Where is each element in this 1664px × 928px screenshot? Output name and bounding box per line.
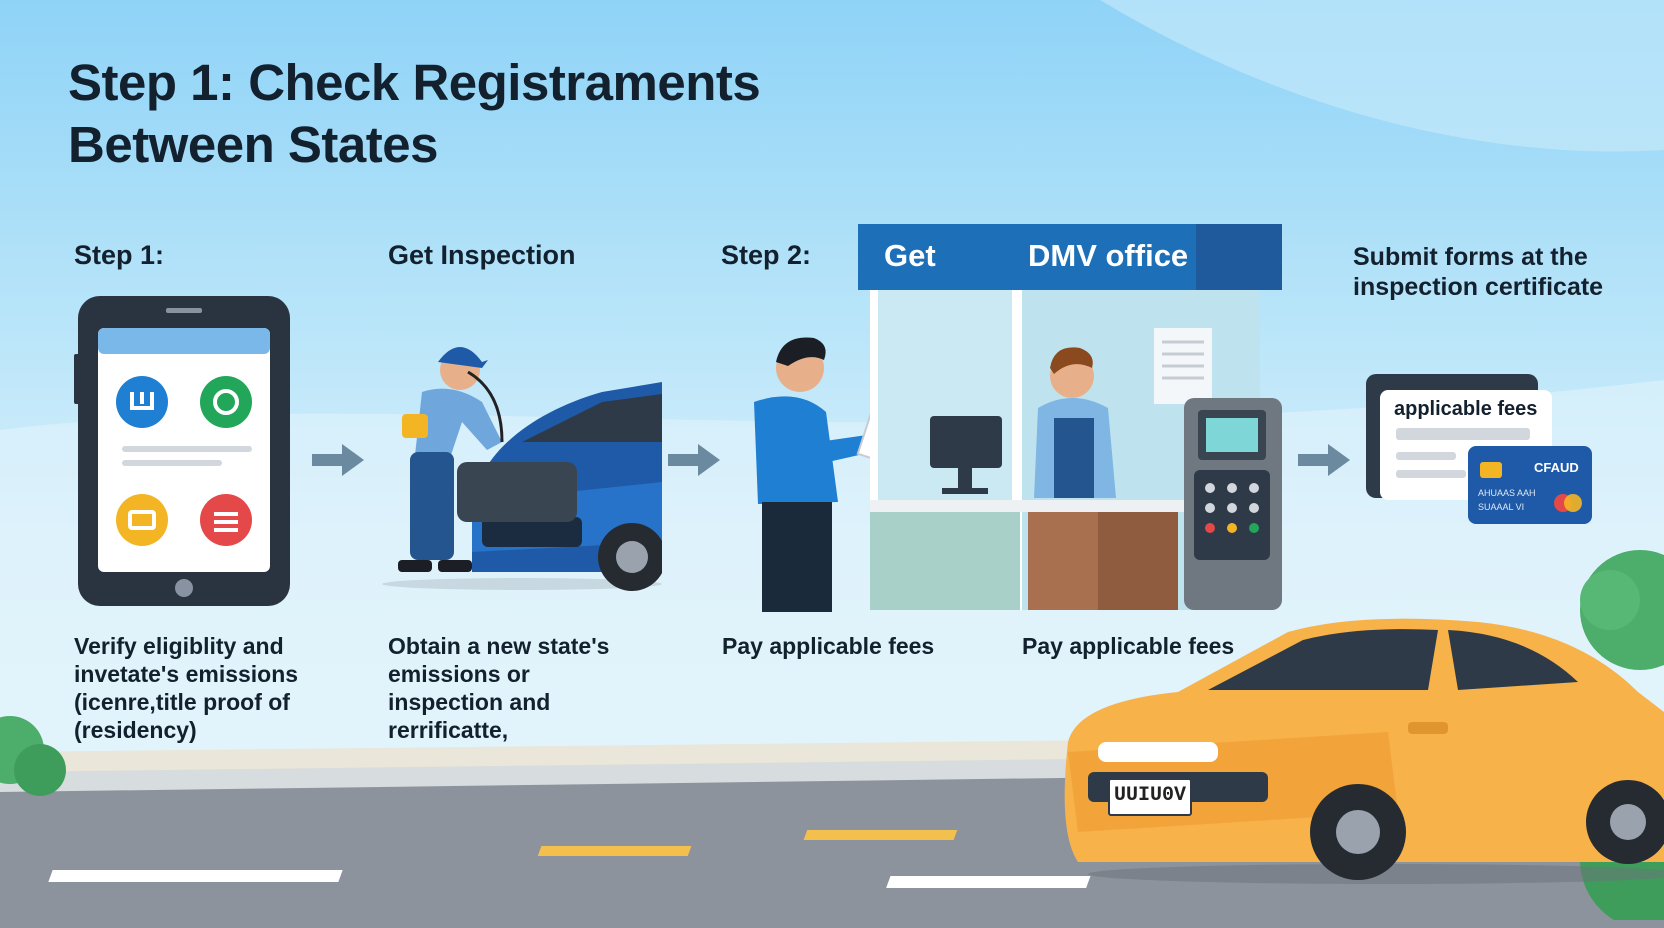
credit-card-icon: CFAUD AHUAAS AAH SUAAAL VI	[1468, 446, 1592, 524]
sign-label-left: Get	[884, 238, 936, 273]
title-line-1: Step 1: Check Registraments	[68, 54, 761, 111]
step-label-5-line-2: inspection certificate	[1353, 273, 1604, 301]
dmv-counter-illustration	[870, 288, 1282, 610]
step-desc-1-line: Verify eligiblity and	[74, 633, 284, 659]
card-line-2: SUAAAL VI	[1478, 502, 1525, 512]
step-desc-2-line: Obtain a new state's	[388, 633, 610, 659]
dmv-office-sign: Get DMV office	[858, 224, 1282, 290]
step-desc-3: Pay applicable fees	[722, 633, 935, 659]
step-label-5-line-1: Submit forms at the	[1353, 243, 1588, 271]
step-label-3: Step 2:	[721, 240, 812, 270]
title-line-2: Between States	[68, 116, 438, 173]
step-label-2: Get Inspection	[388, 240, 576, 270]
step-desc-1-line: (residency)	[74, 717, 197, 743]
step-desc-2-line: emissions or	[388, 661, 530, 687]
phone-icon	[74, 296, 290, 606]
sign-label-right: DMV office	[1028, 238, 1189, 273]
bush-left	[0, 716, 66, 796]
step-desc-1-line: (icenre,title proof of	[74, 689, 290, 715]
step-label-1: Step 1:	[74, 240, 165, 270]
step-desc-2: Obtain a new state's emissions or inspec…	[388, 632, 609, 744]
license-plate-text: UUIU0V	[1113, 784, 1186, 807]
card-brand: CFAUD	[1534, 460, 1579, 475]
step-desc-1-line: invetate's emissions	[74, 661, 299, 687]
arrow-right-icon	[1298, 444, 1350, 476]
license-plate: UUIU0V	[1108, 778, 1192, 816]
step-desc-2-line: rerrificatte,	[388, 717, 509, 743]
fee-paper-label: applicable fees	[1394, 398, 1538, 420]
arrow-right-icon	[312, 444, 364, 476]
arrow-right-icon	[668, 444, 720, 476]
card-chip	[1480, 462, 1502, 478]
page-title: Step 1: Check Registraments Between Stat…	[68, 52, 968, 176]
payment-terminal-icon	[1184, 398, 1282, 610]
taxi-car-illustration	[1064, 618, 1664, 884]
mechanic-illustration	[382, 347, 662, 591]
step-desc-4: Pay applicable fees	[1022, 633, 1235, 659]
step-desc-1: Verify eligiblity and invetate's emissio…	[74, 632, 298, 744]
step-desc-2-line: inspection and	[388, 689, 551, 715]
card-line-1: AHUAAS AAH	[1478, 488, 1536, 498]
step-label-5: Submit forms at the inspection certifica…	[1353, 242, 1603, 302]
